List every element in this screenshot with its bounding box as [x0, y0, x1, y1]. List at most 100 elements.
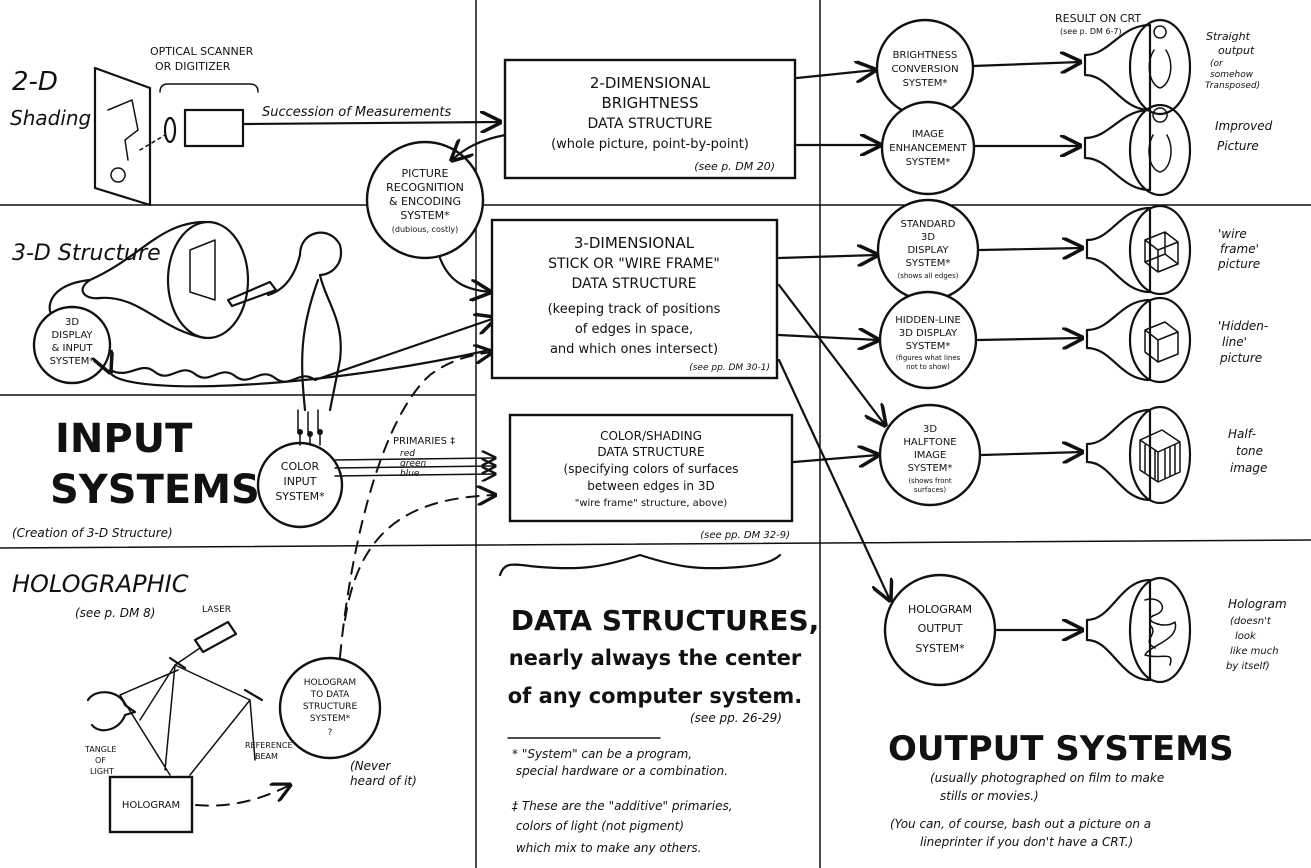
ht-line: IMAGE [914, 450, 946, 461]
ht-line: (shows front [908, 477, 952, 485]
wireframe-line: STICK OR "WIRE FRAME" [548, 256, 720, 272]
row-label-holographic: HOLOGRAPHIC [12, 570, 189, 598]
crt-face [1128, 405, 1192, 505]
crt-label-line: Half- [1228, 427, 1256, 441]
crt-label-line: by itself) [1226, 661, 1270, 672]
holo-data-line: STRUCTURE [303, 702, 358, 712]
hologram-plate [108, 775, 194, 834]
wireframe-line: (keeping track of positions [548, 302, 721, 317]
operator-figure [266, 231, 343, 437]
crt-tube [1085, 578, 1152, 682]
crt-label-line: 'wire [1218, 227, 1247, 241]
crt-label-line: picture [1217, 257, 1260, 271]
hologram-plate-label: HOLOGRAM [122, 800, 180, 811]
input-systems-subtitle: (Creation of 3-D Structure) [12, 526, 173, 540]
output-systems-title: OUTPUT SYSTEMS [888, 729, 1234, 769]
crt-label-line: Straight [1206, 30, 1251, 43]
holo-data-line: SYSTEM* [310, 714, 351, 724]
brightness-line: (whole picture, point-by-point) [551, 137, 749, 152]
operator-fingers [297, 409, 319, 433]
crt-face [1128, 18, 1192, 116]
headline-ref: (see pp. 26-29) [690, 711, 782, 725]
footnote-star-line: * "System" can be a program, [512, 747, 692, 761]
ie-line: IMAGE [912, 129, 944, 140]
display-input-line: & INPUT [52, 343, 94, 354]
hiddenline-cube [1144, 321, 1179, 363]
hologram-to-data-circle [278, 656, 382, 760]
brightness-box [503, 58, 797, 180]
headline-line: DATA STRUCTURES, [511, 604, 820, 637]
crt-label-line: look [1235, 631, 1257, 642]
hl-line: not to show) [906, 363, 950, 371]
crt-straight-output [971, 18, 1192, 116]
reference-line: REFERENCE [245, 741, 293, 750]
bc-line: SYSTEM* [903, 78, 948, 89]
s3d-line: DISPLAY [907, 245, 949, 256]
output-note-line: (You can, of course, bash out a picture … [890, 817, 1151, 831]
footnote-star-line: special hardware or a combination. [512, 764, 728, 778]
scanner-line: OPTICAL SCANNER [150, 45, 254, 58]
laser-label: LASER [202, 605, 231, 615]
primary-blue: blue [400, 469, 420, 479]
arrow-primary-red [334, 458, 495, 460]
crt-label-line: Transposed) [1205, 81, 1260, 91]
wireframe-ref: (see pp. DM 30-1) [689, 363, 770, 373]
crt-label-hiddenline: 'Hidden-line'picture [1218, 319, 1268, 365]
arrow-color-to-halftone [792, 455, 878, 462]
crt-tube [1085, 206, 1152, 294]
hologram-scribble [1144, 598, 1177, 666]
measurements-label: Succession of Measurements [262, 105, 451, 120]
display-input-line: 3D [65, 317, 79, 328]
shading-line: Shading [10, 106, 91, 130]
ht-line: HALFTONE [903, 437, 956, 448]
result-on-crt-label: RESULT ON CRT(see p. DM 6-7) [1055, 12, 1141, 36]
holo-data-line: HOLOGRAM [304, 678, 356, 688]
halftone-cube [1139, 429, 1181, 483]
row-label-structure: 3-D Structure [12, 241, 161, 266]
crt-face [1128, 103, 1192, 197]
hidden-line-circle [878, 290, 978, 390]
result-line: (see p. DM 6-7) [1060, 27, 1122, 36]
bc-line: CONVERSION [891, 64, 958, 75]
arrow-wireframe-to-hiddenline [777, 335, 878, 340]
crt-face [166, 220, 250, 340]
observer-head [86, 691, 137, 732]
primaries-list: red green blue [400, 449, 426, 479]
tangle-line: LIGHT [90, 767, 114, 776]
crt-label-line: 'Hidden- [1218, 319, 1268, 333]
arrow-hologram-to-converter [195, 785, 290, 807]
arrow-wireframe-to-halftone [777, 283, 885, 425]
crt-tube [1083, 23, 1152, 112]
crt-outputs [971, 18, 1192, 684]
display-input-line: SYSTEM* [50, 356, 95, 367]
primaries-heading: PRIMARIES ‡ [393, 436, 455, 447]
arrow-to-crt [976, 338, 1082, 340]
arrow-hologram-to-wireframe [339, 352, 492, 658]
arrow-primary-blue [334, 474, 495, 476]
footnote-dagger-line: which mix to make any others. [512, 841, 702, 855]
color-shading-box [508, 413, 794, 523]
s3d-line: SYSTEM* [906, 258, 951, 269]
color-shading-ref: (see pp. DM 32-9) [700, 530, 790, 541]
scanner-brace [159, 83, 259, 93]
mirrors [168, 656, 264, 702]
